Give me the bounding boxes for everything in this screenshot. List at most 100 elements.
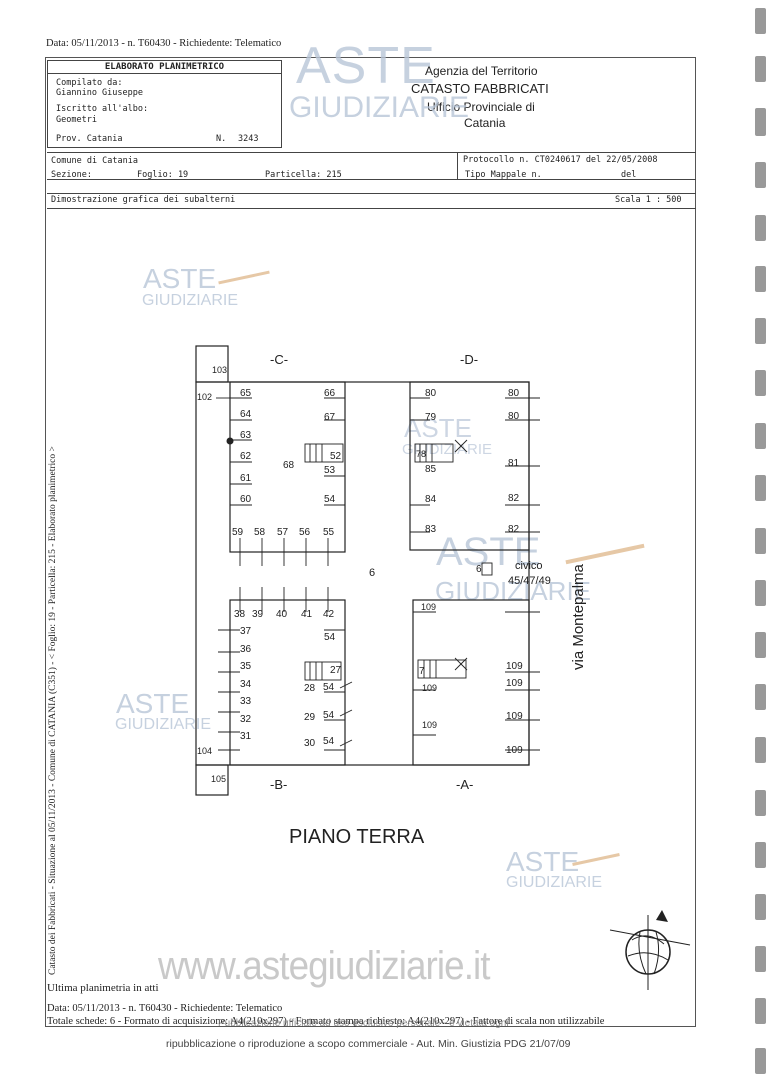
unit-label: 29	[304, 712, 316, 723]
unit-label: 54	[323, 710, 335, 721]
info-rows: Comune di Catania Protocollo n. CT024061…	[47, 152, 696, 209]
unit-label: 37	[240, 626, 252, 637]
unit-label: 38	[234, 609, 246, 620]
unit-label: 82	[508, 493, 520, 504]
watermark-aste-1: ASTE	[143, 263, 217, 294]
agency-line3: Ufficio Provinciale di	[427, 100, 535, 114]
unit-label: 83	[425, 524, 437, 535]
unit-label: 62	[240, 451, 252, 462]
unit-label: 102	[197, 392, 213, 402]
unit-label: 61	[240, 473, 252, 484]
province: Prov. Catania	[56, 134, 123, 144]
registered-label: Iscritto all'albo:	[56, 104, 149, 114]
center-label: 6	[369, 567, 376, 579]
unit-label: 56	[299, 527, 311, 538]
unit-label: 54	[323, 682, 335, 693]
section-b: -B-	[270, 777, 288, 792]
compiler-box: ELABORATO PLANIMETRICO Compilato da: Gia…	[47, 60, 282, 148]
number-label: N.	[216, 134, 227, 144]
watermark-giudiziarie-3: GIUDIZIARIE	[435, 576, 592, 606]
unit-label: 109	[422, 683, 438, 693]
unit-label: 39	[252, 609, 264, 620]
unit-label: 109	[421, 602, 437, 612]
unit-label: 81	[508, 458, 520, 469]
watermark-aste-3: ASTE	[436, 530, 541, 574]
unit-label: 59	[232, 527, 244, 538]
unit-label: 85	[425, 464, 437, 475]
agency-line2: CATASTO FABBRICATI	[411, 81, 549, 96]
agency-line1: Agenzia del Territorio	[425, 64, 538, 78]
unit-label: 34	[240, 679, 252, 690]
unit-label: 28	[304, 683, 316, 694]
unit-label: 109	[506, 711, 523, 722]
unit-label: 84	[425, 494, 437, 505]
civico-label: civico	[515, 560, 543, 572]
compiler-name: Giannino Giuseppe	[56, 88, 143, 98]
register-name: Geometri	[56, 115, 97, 125]
section-a: -A-	[456, 777, 474, 792]
unit-label: 64	[240, 409, 252, 420]
unit-label: 40	[276, 609, 288, 620]
sezione: Sezione:	[51, 170, 92, 180]
header-line: Data: 05/11/2013 - n. T60430 - Richieden…	[46, 38, 282, 49]
ultima-planimetria: Ultima planimetria in atti	[47, 982, 159, 994]
unit-label: 35	[240, 661, 252, 672]
unit-label: 32	[240, 714, 252, 725]
unit-label: 52	[330, 451, 342, 462]
dimostrazione: Dimostrazione grafica dei subalterni	[51, 195, 236, 205]
unit-label: 33	[240, 696, 252, 707]
unit-label: 105	[211, 774, 227, 784]
watermark-aste-2: ASTE	[404, 413, 472, 443]
unit-label: 80	[425, 388, 437, 399]
comune: Comune di Catania	[51, 156, 138, 166]
website-watermark: www.astegiudiziarie.it	[158, 944, 490, 988]
particella: Particella: 215	[265, 170, 342, 180]
unit-label: 104	[197, 746, 213, 756]
unit-label: 109	[506, 745, 523, 756]
unit-label: 7	[419, 666, 425, 677]
agency-line4: Catania	[464, 116, 506, 130]
unit-label: 80	[508, 388, 520, 399]
street-name: via Montepalma	[570, 564, 587, 670]
overlay-line1: Pubblicazione ufficiale ad uso esclusivo…	[218, 1018, 509, 1029]
unit-label: 41	[301, 609, 313, 620]
compass-icon	[609, 910, 691, 990]
unit-label: 109	[506, 661, 523, 672]
unit-label: 65	[240, 388, 252, 399]
box-title: ELABORATO PLANIMETRICO	[48, 61, 281, 74]
unit-label: 63	[240, 430, 252, 441]
overlay-line2: ripubblicazione o riproduzione a scopo c…	[166, 1038, 571, 1050]
watermark-giudiziarie-1: GIUDIZIARIE	[142, 292, 239, 309]
unit-label: 109	[506, 678, 523, 689]
watermark-giudiziarie-2: GIUDIZIARIE	[402, 441, 493, 458]
foglio: Foglio: 19	[137, 170, 189, 180]
unit-label: 66	[324, 388, 336, 399]
unit-label: 31	[240, 731, 252, 742]
protocollo: Protocollo n. CT0240617 del 22/05/2008	[463, 155, 658, 165]
unit-label: 109	[422, 720, 438, 730]
unit-label: 79	[425, 412, 437, 423]
unit-label: 68	[283, 460, 295, 471]
footer-line2: Totale schede: 6 - Formato di acquisizio…	[47, 1016, 605, 1027]
del-label: del	[621, 170, 637, 180]
watermark-aste-5: ASTE	[506, 846, 580, 877]
footer-line1: Data: 05/11/2013 - n. T60430 - Richieden…	[47, 1003, 283, 1014]
unit-label: 54	[324, 632, 336, 643]
unit-label: 36	[240, 644, 252, 655]
unit-label: 54	[324, 494, 336, 505]
unit-label: 80	[508, 411, 520, 422]
unit-label: 54	[323, 736, 335, 747]
civico-number: 6	[476, 564, 482, 575]
unit-label: 27	[330, 665, 342, 676]
compiled-label: Compilato da:	[56, 78, 123, 88]
section-d: -D-	[460, 352, 479, 367]
floor-title: PIANO TERRA	[289, 826, 425, 848]
tipo-mappale: Tipo Mappale n.	[465, 170, 542, 180]
watermark-aste-top: ASTE	[296, 37, 436, 95]
unit-label: 57	[277, 527, 289, 538]
unit-label: 103	[212, 365, 228, 375]
watermark-giudiziarie-4: GIUDIZIARIE	[115, 716, 212, 733]
unit-label: 67	[324, 412, 336, 423]
unit-label: 82	[508, 524, 520, 535]
